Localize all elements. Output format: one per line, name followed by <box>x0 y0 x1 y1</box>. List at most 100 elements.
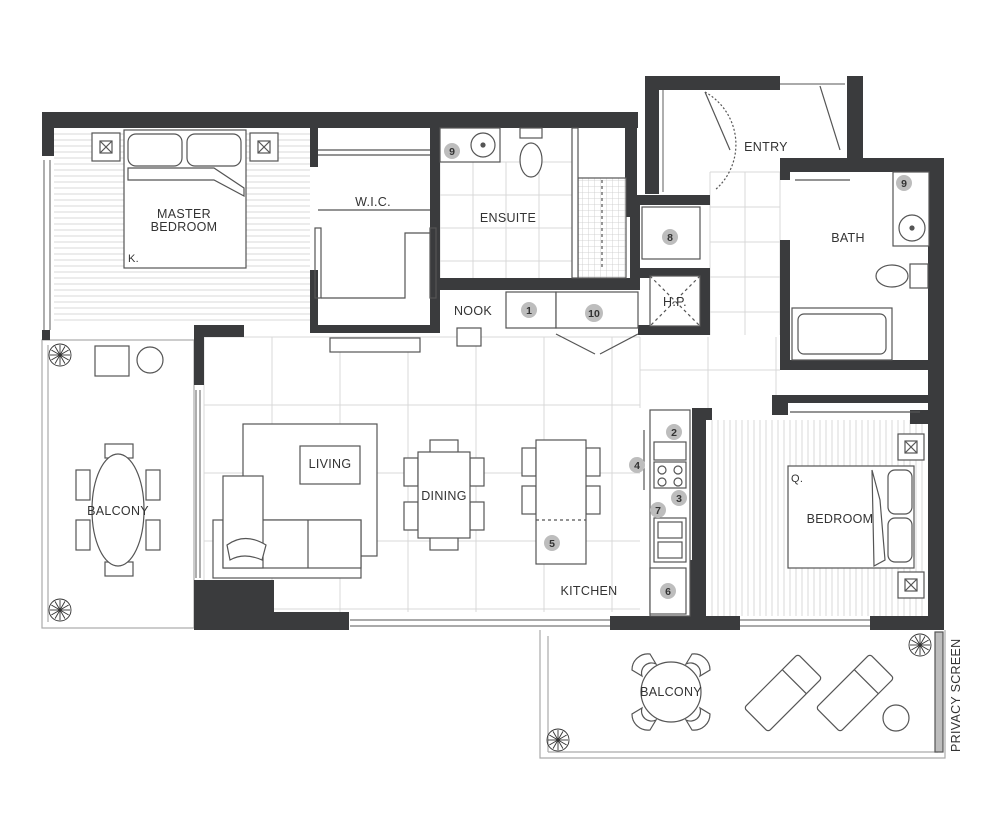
wall <box>430 112 440 332</box>
hot-water-tank <box>649 275 701 327</box>
island-stool <box>521 485 537 515</box>
floor-line <box>54 609 61 619</box>
room-label-balcony-left: BALCONY <box>87 504 149 518</box>
floor-line <box>557 739 564 749</box>
pillow <box>127 133 183 167</box>
burner <box>673 465 683 475</box>
wall <box>780 395 930 403</box>
wall <box>780 158 790 180</box>
toilet <box>875 264 909 288</box>
privacy-screen <box>934 631 944 753</box>
floor-line <box>59 354 69 361</box>
floor-line <box>54 354 61 364</box>
wall <box>692 408 712 420</box>
wall <box>42 112 54 156</box>
balcony-table <box>91 453 145 567</box>
wall <box>630 195 640 285</box>
fixture-badge-7: 7 <box>650 502 666 518</box>
floor-line <box>557 734 567 741</box>
room-label-bath: BATH <box>831 231 865 245</box>
fixture-badge-9-ensuite: 9 <box>444 143 460 159</box>
lamp-icon <box>99 140 113 154</box>
floor-line <box>59 354 66 364</box>
wall <box>645 76 659 194</box>
floor-line <box>54 346 61 356</box>
side-table <box>136 346 164 374</box>
floor-line <box>51 354 61 361</box>
floor-line <box>552 731 559 741</box>
drain <box>909 225 915 231</box>
balcony-bottom-outline <box>539 630 946 759</box>
wall <box>310 325 440 333</box>
wall <box>928 158 944 630</box>
entry-door <box>704 91 731 151</box>
wall <box>910 410 944 424</box>
floor-line <box>59 609 69 616</box>
floor-line <box>919 644 929 651</box>
closet-shelf <box>429 227 437 299</box>
chair <box>75 469 91 501</box>
fixture-badge-label: 9 <box>901 178 907 190</box>
floor-line <box>549 739 559 746</box>
toilet-tank <box>519 127 543 139</box>
pillow <box>186 133 242 167</box>
fixture-badge-label: 3 <box>676 493 682 505</box>
floor-line <box>59 604 69 611</box>
floor-line <box>919 636 926 646</box>
wall <box>310 270 318 332</box>
floor-line <box>59 349 69 356</box>
plant-icon <box>48 343 72 367</box>
room-label-master-bedroom: MASTER <box>157 207 211 221</box>
wall <box>440 278 640 290</box>
room-label-hp: H.P. <box>663 295 687 309</box>
burner <box>657 477 667 487</box>
closet-shelf <box>321 232 430 299</box>
wall <box>780 360 930 370</box>
room-label-balcony-bottom: BALCONY <box>640 685 702 699</box>
nightstand <box>249 132 279 162</box>
toilet-tank <box>909 263 929 289</box>
floor-line <box>914 644 921 654</box>
fixture-badge-label: 7 <box>655 505 661 517</box>
bath <box>791 171 930 361</box>
entry-door-swing <box>704 91 737 191</box>
chair <box>469 457 485 487</box>
balcony-table <box>640 661 702 723</box>
wall <box>638 325 710 335</box>
wall <box>194 325 244 337</box>
desk-chair <box>456 327 482 347</box>
floor-line <box>51 604 61 611</box>
wall <box>645 76 780 90</box>
balcony-outlines <box>41 339 946 759</box>
fixture-badge-9-bath: 9 <box>896 175 912 191</box>
plant-icon <box>48 598 72 622</box>
master-bedroom <box>91 129 482 353</box>
wall <box>847 76 863 158</box>
floor-line <box>919 639 929 646</box>
wall <box>780 158 943 172</box>
bed-sheet-fold <box>871 469 886 567</box>
oven <box>653 441 687 461</box>
fixture-badge-label: 2 <box>671 427 677 439</box>
room-label-living: LIVING <box>309 457 352 471</box>
chair <box>94 345 130 377</box>
fixture-badges: 1 10 2 3 4 5 6 7 <box>444 143 912 599</box>
wall <box>42 112 638 128</box>
room-label-nook: NOOK <box>454 304 492 318</box>
balcony-left <box>75 345 164 577</box>
floor-line <box>552 739 559 749</box>
balcony-bottom <box>631 631 944 753</box>
chair <box>684 706 711 731</box>
fixture-badge-label: 9 <box>449 146 455 158</box>
wall <box>640 268 710 278</box>
room-label-bedroom: BEDROOM <box>807 512 874 526</box>
sink-basin <box>657 541 683 559</box>
fixture-badge-1: 1 <box>521 302 537 318</box>
sink-basin <box>657 521 683 539</box>
chair <box>75 519 91 551</box>
chair <box>145 519 161 551</box>
room-label-entry: ENTRY <box>744 140 788 154</box>
fixture-badge-2: 2 <box>666 424 682 440</box>
room-labels: MASTER BEDROOM K. W.I.C. ENSUITE ENTRY B… <box>87 140 963 752</box>
